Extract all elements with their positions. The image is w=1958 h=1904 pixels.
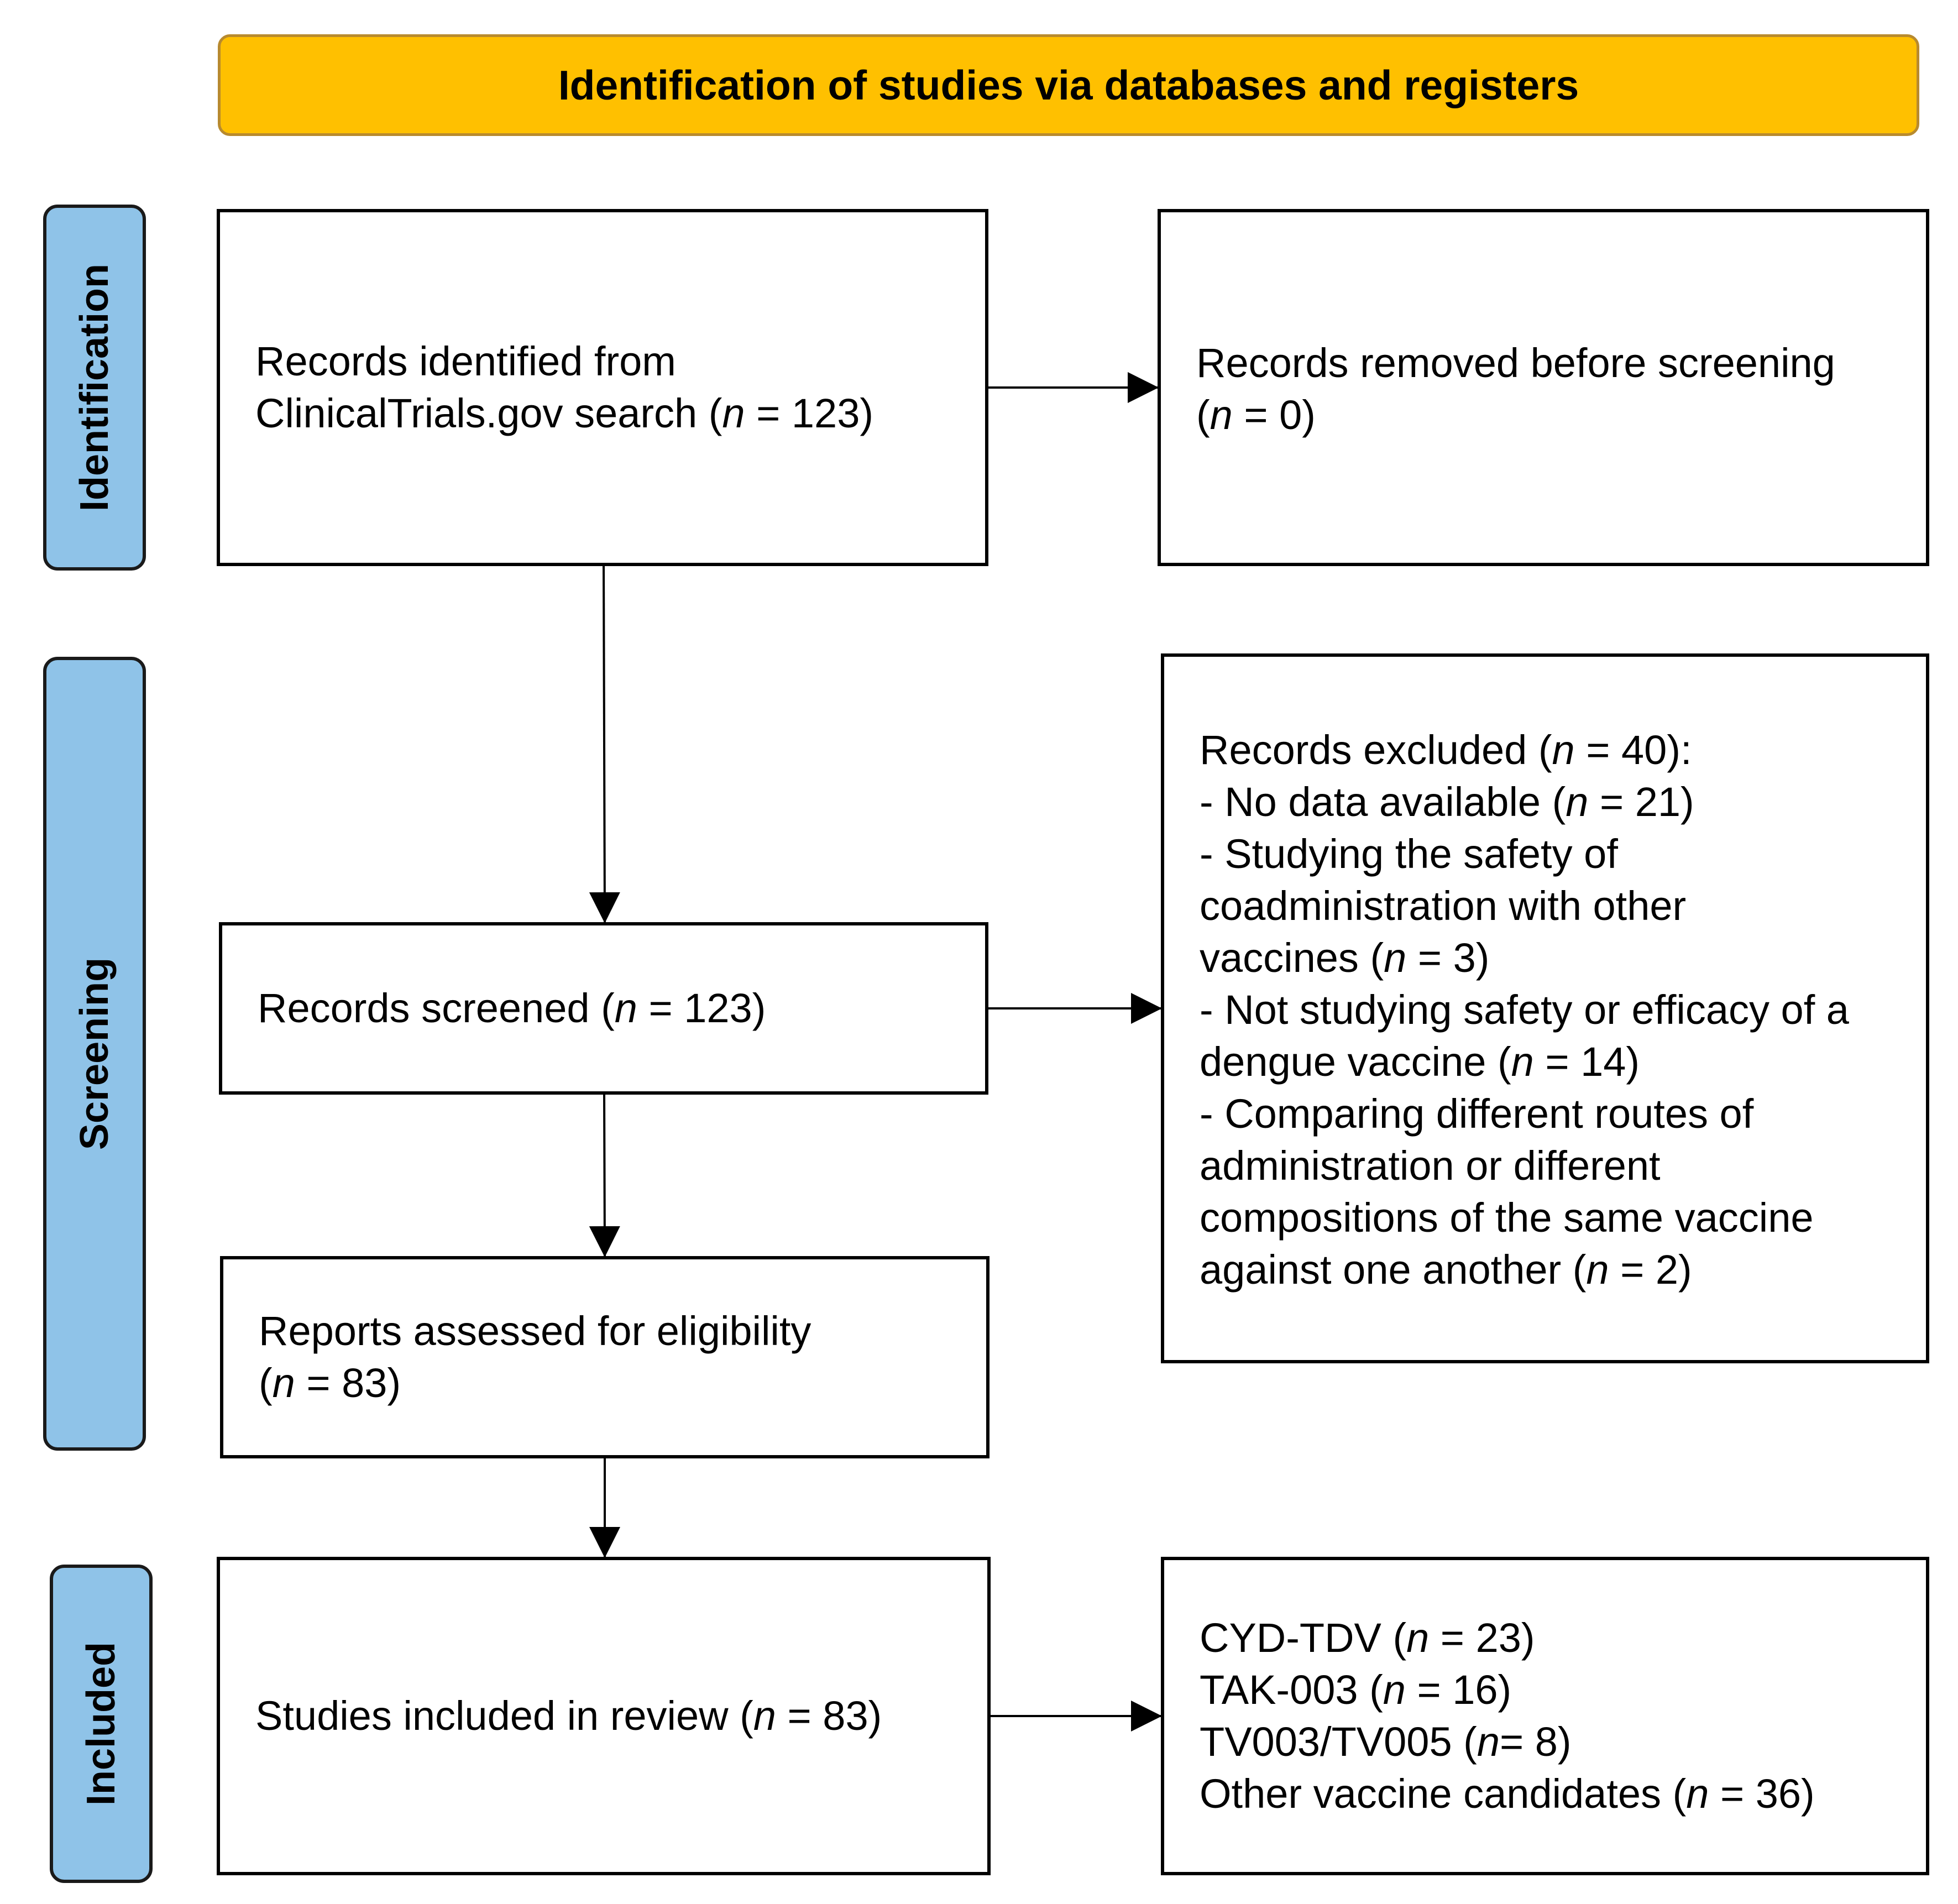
arrow-screened-to-assessed (589, 1094, 620, 1257)
italic-n: n (753, 1693, 776, 1739)
italic-n: n (1477, 1719, 1500, 1765)
box-text: Reports assessed for eligibility(n = 83) (259, 1305, 811, 1409)
italic-n: n (1383, 1667, 1406, 1713)
phase-included: Included (50, 1565, 153, 1883)
box-text-line: against one another (n = 2) (1200, 1244, 1849, 1296)
box-text-line: coadministration with other (1200, 880, 1849, 932)
italic-n: n (1686, 1771, 1709, 1817)
italic-n: n (272, 1360, 295, 1406)
italic-n: n (1210, 392, 1233, 438)
italic-n: n (1384, 935, 1407, 981)
box-text-line: Records removed before screening (1196, 337, 1835, 389)
text-segment: coadministration with other (1200, 883, 1687, 929)
text-segment: ( (259, 1360, 273, 1406)
box-text-line: administration or different (1200, 1140, 1849, 1192)
box-text-line: Records excluded (n = 40): (1200, 724, 1849, 776)
header-title: Identification of studies via databases … (558, 62, 1579, 108)
text-segment: Records removed before screening (1196, 340, 1835, 386)
phase-screening: Screening (43, 657, 146, 1451)
records-screened-box: Records screened (n = 123) (219, 922, 988, 1095)
box-text: CYD-TDV (n = 23)TAK-003 (n = 16)TV003/TV… (1200, 1612, 1815, 1820)
italic-n: n (1406, 1615, 1430, 1661)
records-excluded-box: Records excluded (n = 40):- No data avai… (1161, 653, 1929, 1363)
box-text-line: Other vaccine candidates (n = 36) (1200, 1768, 1815, 1820)
text-segment: = 21) (1588, 779, 1694, 825)
text-segment: = 123) (745, 390, 873, 436)
box-text-line: - Studying the safety of (1200, 828, 1849, 880)
box-text-line: vaccines (n = 3) (1200, 932, 1849, 984)
studies-included-box: Studies included in review (n = 83) (217, 1557, 991, 1875)
box-text: Records screened (n = 123) (258, 982, 766, 1034)
italic-n: n (1511, 1039, 1534, 1085)
text-segment: - Studying the safety of (1200, 831, 1618, 877)
text-segment: = 14) (1533, 1039, 1640, 1085)
text-segment: CYD-TDV ( (1200, 1615, 1407, 1661)
phase-identification: Identification (43, 205, 146, 571)
box-text-line: Records identified from (255, 336, 873, 388)
text-segment: against one another ( (1200, 1247, 1587, 1293)
text-segment: administration or different (1200, 1143, 1661, 1189)
vaccine-breakdown-box: CYD-TDV (n = 23)TAK-003 (n = 16)TV003/TV… (1161, 1557, 1929, 1875)
text-segment: Records excluded ( (1200, 727, 1552, 773)
text-segment: = 83) (776, 1693, 882, 1739)
records-removed-box: Records removed before screening(n = 0) (1158, 209, 1929, 566)
italic-n: n (614, 985, 637, 1031)
box-text: Records excluded (n = 40):- No data avai… (1200, 724, 1849, 1296)
text-segment: - Comparing different routes of (1200, 1091, 1754, 1137)
text-segment: = 40): (1574, 727, 1692, 773)
italic-n: n (1586, 1247, 1609, 1293)
box-text: Records removed before screening(n = 0) (1196, 337, 1835, 441)
text-segment: = 123) (637, 985, 766, 1031)
italic-n: n (1566, 779, 1589, 825)
text-segment: Records screened ( (258, 985, 615, 1031)
text-segment: Records identified from (255, 338, 676, 384)
text-segment: Reports assessed for eligibility (259, 1308, 812, 1354)
box-text-line: TV003/TV005 (n= 8) (1200, 1716, 1815, 1768)
box-text-line: TAK-003 (n = 16) (1200, 1664, 1815, 1716)
arrow-identified-to-screened (589, 566, 620, 923)
box-text-line: (n = 0) (1196, 389, 1835, 441)
text-segment: = 3) (1406, 935, 1490, 981)
box-text-line: Studies included in review (n = 83) (255, 1690, 882, 1742)
text-segment: dengue vaccine ( (1200, 1039, 1511, 1085)
text-segment: = 0) (1232, 392, 1316, 438)
box-text-line: - No data available (n = 21) (1200, 776, 1849, 828)
text-segment: = 23) (1429, 1615, 1535, 1661)
text-segment: = 8) (1499, 1719, 1572, 1765)
box-text-line: dengue vaccine (n = 14) (1200, 1036, 1849, 1088)
text-segment: = 2) (1609, 1247, 1692, 1293)
text-segment: vaccines ( (1200, 935, 1384, 981)
text-segment: compositions of the same vaccine (1200, 1195, 1814, 1241)
box-text-line: - Not studying safety or efficacy of a (1200, 984, 1849, 1036)
box-text-line: - Comparing different routes of (1200, 1088, 1849, 1140)
box-text-line: Reports assessed for eligibility (259, 1305, 811, 1357)
text-segment: Other vaccine candidates ( (1200, 1771, 1687, 1817)
text-segment: = 16) (1405, 1667, 1512, 1713)
box-text-line: Records screened (n = 123) (258, 982, 766, 1034)
box-text-line: CYD-TDV (n = 23) (1200, 1612, 1815, 1664)
italic-n: n (1552, 727, 1575, 773)
header-banner: Identification of studies via databases … (218, 34, 1919, 136)
reports-assessed-box: Reports assessed for eligibility(n = 83) (220, 1256, 990, 1458)
text-segment: TAK-003 ( (1200, 1667, 1383, 1713)
text-segment: - No data available ( (1200, 779, 1566, 825)
box-text: Studies included in review (n = 83) (255, 1690, 882, 1742)
text-segment: = 36) (1709, 1771, 1815, 1817)
text-segment: TV003/TV005 ( (1200, 1719, 1477, 1765)
italic-n: n (722, 390, 745, 436)
text-segment: = 83) (295, 1360, 401, 1406)
box-text-line: ClinicalTrials.gov search (n = 123) (255, 388, 873, 440)
text-segment: ClinicalTrials.gov search ( (255, 390, 723, 436)
text-segment: ( (1196, 392, 1210, 438)
box-text-line: (n = 83) (259, 1357, 811, 1409)
text-segment: Studies included in review ( (255, 1693, 753, 1739)
text-segment: - Not studying safety or efficacy of a (1200, 987, 1849, 1033)
box-text-line: compositions of the same vaccine (1200, 1192, 1849, 1244)
